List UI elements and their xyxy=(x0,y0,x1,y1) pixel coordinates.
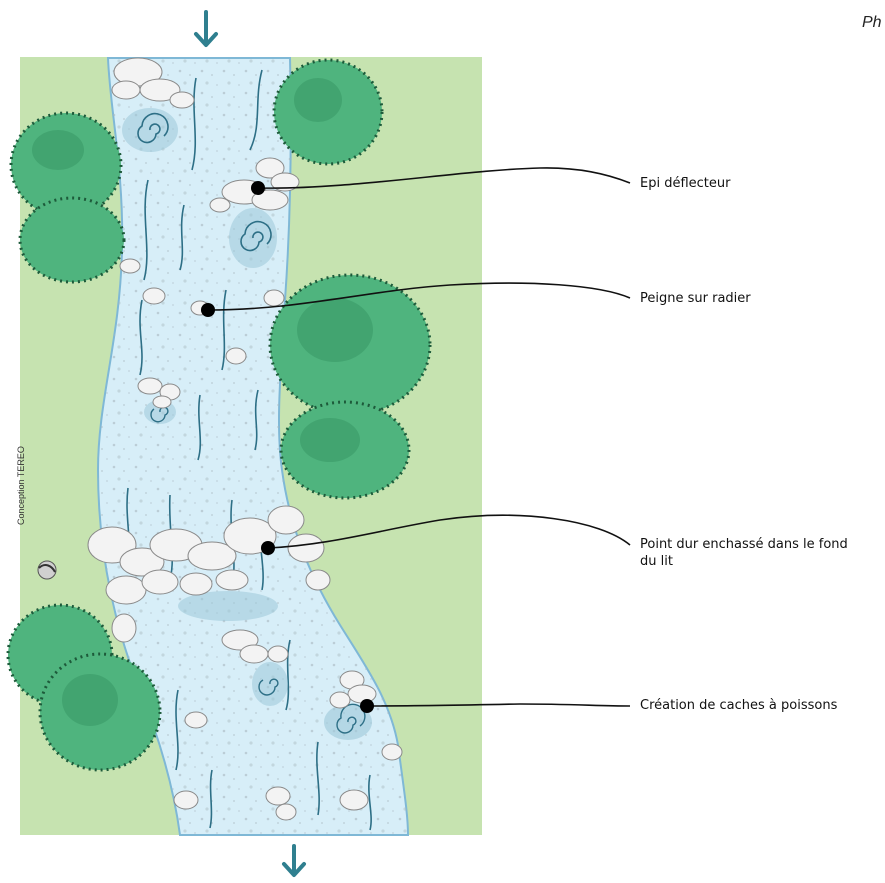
tereo-logo-icon xyxy=(38,561,56,579)
callout-label-caches-poissons: Création de caches à poissons xyxy=(640,697,880,714)
corner-text: Ph xyxy=(862,14,882,32)
callout-label-epi-deflecteur: Epi déflecteur xyxy=(640,175,860,192)
callout-label-point-dur: Point dur enchassé dans le fond du lit xyxy=(640,536,860,570)
callout-label-peigne: Peigne sur radier xyxy=(640,290,860,307)
flow-arrow-down-icon xyxy=(196,12,216,45)
credit-text: Conception TEREO xyxy=(16,405,32,525)
flow-arrow-down-icon xyxy=(284,846,304,875)
